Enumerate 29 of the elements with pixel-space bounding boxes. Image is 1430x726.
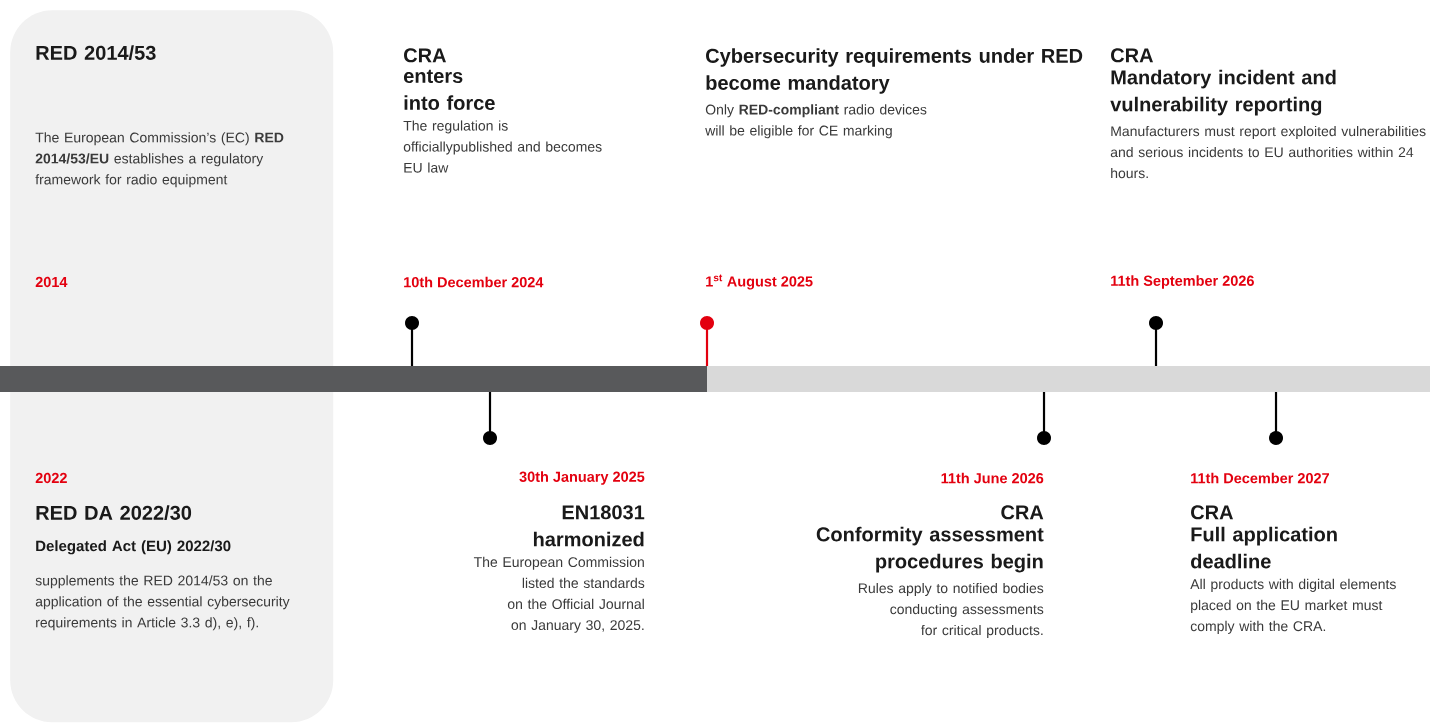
event-description: Rules apply to notified bodies conducting assessments for critical products. xyxy=(858,582,1044,638)
event-description: All products with digital elements placed on the EU market must comply with the CRA. xyxy=(1190,578,1396,634)
event-heading: Mandatory incident and vulnerability reporting xyxy=(1110,69,1336,116)
panel-description: supplements the RED 2014/53 on the application of the essential cybersecurity requirements in Article 3.3 d), e), f). xyxy=(35,575,290,631)
event-description: The regulation is officiallypublished and becomes EU law xyxy=(403,120,602,173)
event-heading: CRA xyxy=(1111,48,1153,63)
event-heading: EN18031 harmonized xyxy=(533,505,645,547)
date-label: 2022 xyxy=(35,472,67,484)
event-heading: CRA xyxy=(404,48,446,63)
event-heading: enters into force xyxy=(404,69,495,110)
date-label: 11th December 2027 xyxy=(1191,472,1329,484)
date-label: 10th December 2024 xyxy=(404,276,544,288)
panel-description: The European Commission’s (EC) RED 2014/53/EU establishes a regulatory framework for radio equipment xyxy=(35,132,284,188)
event-description: The European Commission listed the standards on the Official Journal on January 30, 2025. xyxy=(473,556,645,633)
event-heading: Full application deadline xyxy=(1191,526,1337,569)
date-label: 11th September 2026 xyxy=(1111,275,1254,289)
panel-heading: RED 2014/53 xyxy=(36,45,156,61)
panel-heading: RED DA 2022/30 xyxy=(36,505,192,521)
panel-subheading: Delegated Act (EU) 2022/30 xyxy=(36,540,231,555)
date-label: 2014 xyxy=(35,276,68,288)
event-heading: CRA xyxy=(1191,505,1233,520)
date-label: 1$^{st}$ August 2025 xyxy=(706,274,813,290)
event-heading: Cybersecurity requirements under RED become mandatory xyxy=(706,48,1083,94)
date-label: 30th January 2025 xyxy=(519,471,645,485)
date-label: 11th June 2026 xyxy=(941,472,1044,484)
event-heading: CRA xyxy=(1001,505,1044,520)
event-description: Manufacturers must report exploited vulnerabilities and serious incidents to EU authorities within 24 hours. xyxy=(1110,125,1426,179)
event-heading: Conformity assessment procedures begin xyxy=(816,526,1044,573)
event-description: Only RED-compliant radio devices will be eligible for CE marking xyxy=(705,104,927,139)
